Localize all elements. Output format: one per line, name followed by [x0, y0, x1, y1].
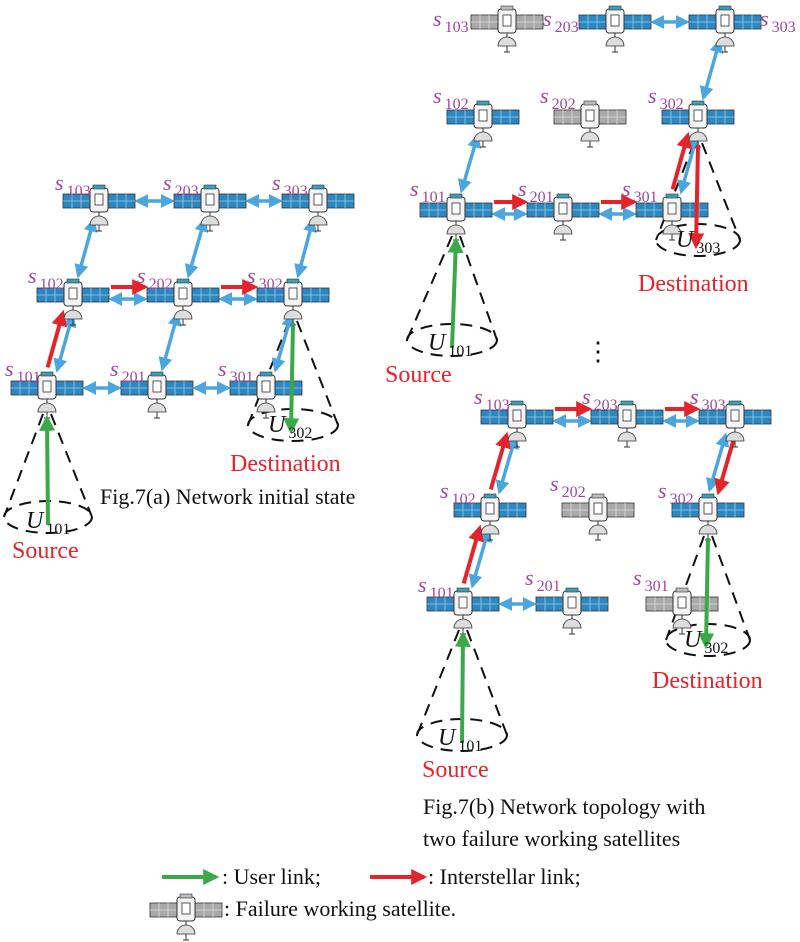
panel_a-source-label: Source [12, 538, 79, 564]
panel_b_bottom-destination-label: Destination [652, 668, 763, 694]
panel_b_top-user-link-source [447, 236, 464, 349]
panel_b_top-satellite-s303 [688, 5, 762, 53]
panel_b_top-interstellar-link-s301-s302 [670, 131, 693, 190]
caption-fig7b-line1: Fig.7(b) Network topology with [423, 794, 705, 819]
legend-user-link: : User link; [222, 864, 321, 889]
panel_b_top-source-label: Source [385, 362, 452, 388]
panel_a-isl-link-s201-s202 [158, 311, 182, 372]
panel_a-isl-link-s302-s303 [294, 217, 317, 279]
panel_b_bottom-user-link-source [454, 630, 471, 744]
panel_b_top-isl-link-s303-s302 [699, 38, 724, 101]
panel_b_bottom-isl-link-s102-s103 [495, 434, 519, 495]
caption-fig7a: Fig.7(a) Network initial state [100, 484, 355, 509]
panel_b_bottom-isl-link-s101-s102 [468, 527, 492, 589]
panel_a-interstellar-link-s101-s102 [45, 309, 68, 368]
panel_a-destination-label: Destination [230, 451, 341, 477]
caption-fig7b-line2: two failure working satellites [423, 826, 680, 851]
panel_b_bottom-interstellar-link-s303-s302 [714, 437, 737, 496]
panel_b_bottom-interstellar-link-s101-s102 [461, 524, 484, 584]
panel_b_top-isl-link-s101-s102 [457, 133, 482, 194]
panel_a-isl-link-s101-s102 [53, 312, 77, 373]
panel_b_top-satellite-s203 [578, 5, 652, 53]
panel_a-isl-link-s102-s103 [74, 217, 98, 279]
failed-satellite-icon [149, 893, 223, 941]
panel_b_bottom-source-label: Source [422, 757, 489, 783]
panel_a-user-link-destination [283, 322, 300, 435]
panel_b_top-destination-label: Destination [638, 271, 749, 297]
legend-interstellar-link: : Interstellar link; [428, 864, 581, 889]
panel_b_bottom-isl-link-s303-s302 [706, 432, 730, 493]
ellipsis: ⋮ [585, 337, 611, 366]
panel_b_bottom-interstellar-link-s102-s103 [488, 431, 511, 490]
panel_b_top-satellite-s103-failed [470, 5, 544, 53]
panel_b_top-isl-link-s301-s302 [677, 134, 701, 195]
panel_a-isl-link-s202-s203 [184, 217, 209, 279]
legend: : User link; : Interstellar link; : Fail… [149, 864, 581, 941]
panel_a-isl-link-s301-s302 [271, 312, 295, 373]
legend-failure-satellite: : Failure working satellite. [224, 896, 456, 921]
panel_b_bottom-user-link-destination [698, 537, 715, 650]
panel_a-user-link-source [39, 414, 56, 526]
panel_b_top-user-link-destination [688, 144, 705, 250]
